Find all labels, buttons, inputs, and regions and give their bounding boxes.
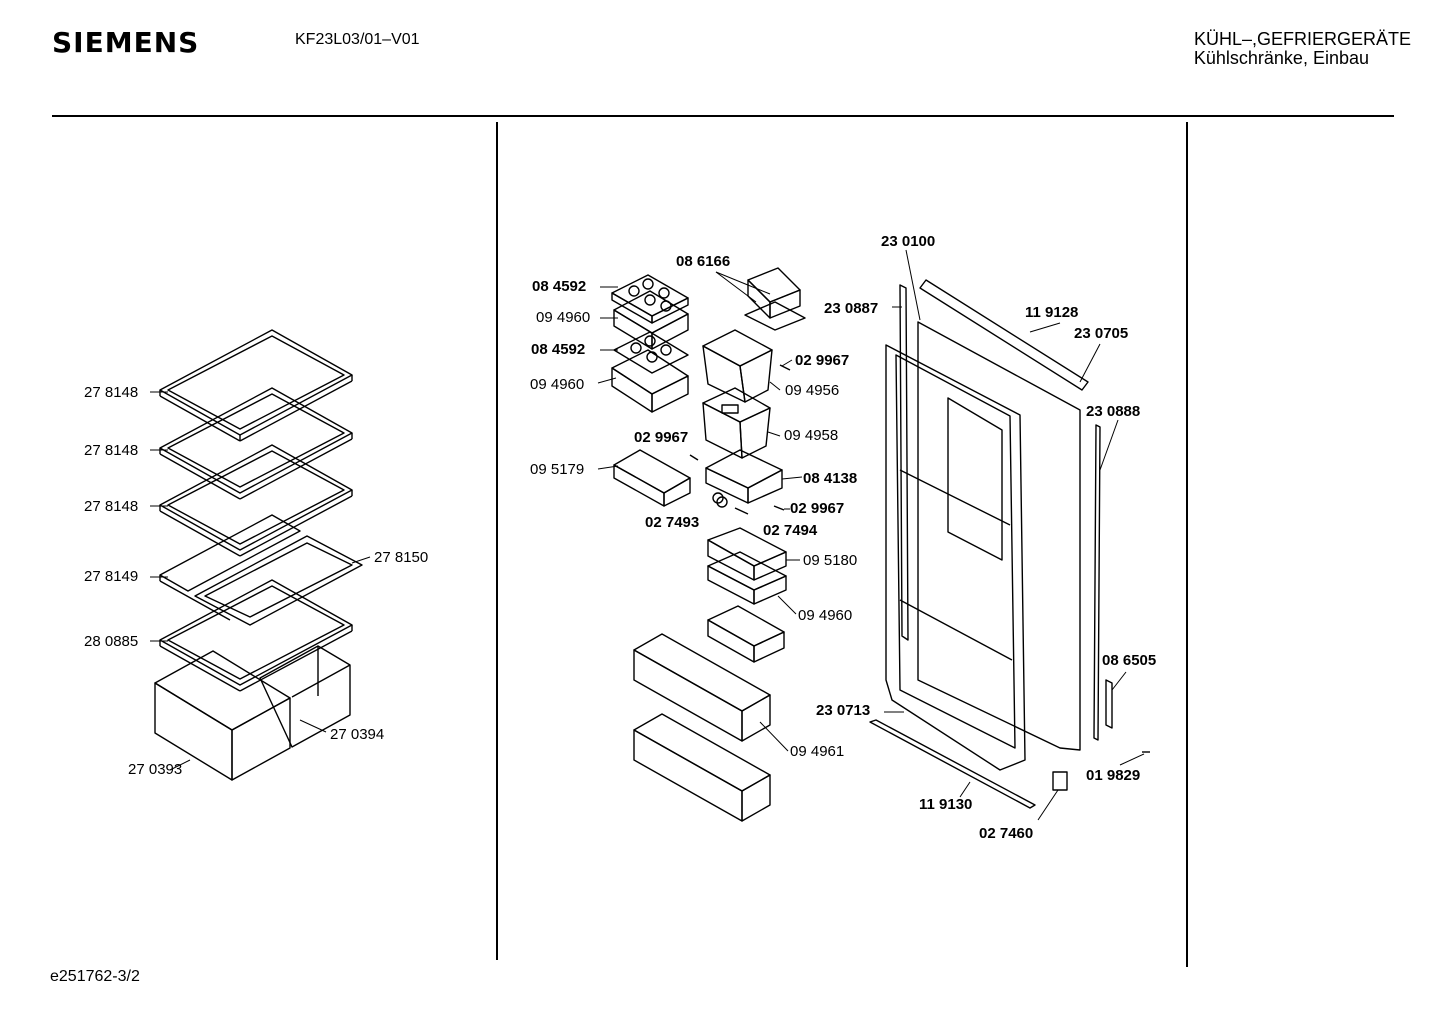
small-bin-left bbox=[613, 449, 691, 507]
part-label: 27 0393 bbox=[128, 761, 183, 778]
part-label: 09 4961 bbox=[790, 743, 845, 760]
shelf-5 bbox=[159, 579, 353, 692]
hinge-parts bbox=[689, 364, 791, 515]
shelf-4-split bbox=[159, 514, 363, 626]
part-label: 23 0888 bbox=[1086, 403, 1141, 420]
shelf-2 bbox=[159, 387, 353, 500]
shelf-1 bbox=[159, 329, 353, 442]
part-label: 27 8148 bbox=[84, 442, 139, 459]
part-label: 27 8148 bbox=[84, 498, 139, 515]
egg-bin-upper bbox=[613, 290, 689, 350]
left-leaders bbox=[150, 391, 371, 771]
document-reference: e251762-3/2 bbox=[50, 968, 140, 985]
part-label: 01 9829 bbox=[1086, 767, 1141, 784]
part-label: 09 5180 bbox=[803, 552, 858, 569]
part-label: 02 9967 bbox=[795, 352, 850, 369]
brand-logo: SIEMENS bbox=[52, 26, 200, 59]
part-label: 09 4960 bbox=[536, 309, 591, 326]
header-rule bbox=[52, 115, 1394, 117]
part-label: 27 8149 bbox=[84, 568, 139, 585]
door-shelf-lower bbox=[633, 713, 771, 822]
part-label: 08 4592 bbox=[532, 278, 587, 295]
butter-lid bbox=[744, 267, 806, 331]
door-bottom-strip bbox=[869, 719, 1150, 809]
shelf-3 bbox=[159, 444, 353, 557]
part-label: 23 0705 bbox=[1074, 325, 1129, 342]
door-side-strips bbox=[899, 284, 1113, 741]
door-inner-liner bbox=[885, 344, 1026, 771]
part-label: 02 7494 bbox=[763, 522, 818, 539]
category-subtitle: Kühlschränke, Einbau bbox=[1193, 48, 1369, 68]
part-label: 27 8148 bbox=[84, 384, 139, 401]
part-label: 02 9967 bbox=[634, 429, 689, 446]
part-label: 09 4960 bbox=[530, 376, 585, 393]
panel-divider-left bbox=[496, 122, 498, 960]
crisper-drawers bbox=[154, 645, 351, 781]
egg-tray-upper bbox=[611, 274, 689, 324]
part-label: 23 0713 bbox=[816, 702, 871, 719]
part-label: 02 9967 bbox=[790, 500, 845, 517]
door-gasket-frame bbox=[917, 279, 1089, 751]
part-label: 27 0394 bbox=[330, 726, 385, 743]
part-label: 11 9130 bbox=[919, 796, 973, 813]
panel-divider-right bbox=[1186, 122, 1188, 967]
door-shelf-upper bbox=[633, 633, 771, 742]
part-label: 08 4592 bbox=[531, 341, 586, 358]
part-label: 27 8150 bbox=[374, 549, 429, 566]
part-label: 08 6505 bbox=[1102, 652, 1157, 669]
butter-compartment bbox=[702, 329, 773, 403]
part-label: 09 4956 bbox=[785, 382, 840, 399]
compartment-base bbox=[705, 449, 783, 504]
part-label: 08 4138 bbox=[803, 470, 858, 487]
cheese-compartment bbox=[702, 387, 771, 459]
part-label: 28 0885 bbox=[84, 633, 139, 650]
part-label: 09 4958 bbox=[784, 427, 839, 444]
part-label: 23 0887 bbox=[824, 300, 879, 317]
bins-stack bbox=[707, 527, 787, 663]
part-label: 11 9128 bbox=[1025, 304, 1079, 321]
part-label: 09 4960 bbox=[798, 607, 853, 624]
part-label: 08 6166 bbox=[676, 253, 731, 270]
part-label: 02 7460 bbox=[979, 825, 1034, 842]
egg-bin-lower bbox=[611, 349, 689, 413]
part-label: 02 7493 bbox=[645, 514, 700, 531]
category-title: KÜHL–,GEFRIERGERÄTE bbox=[1193, 29, 1411, 49]
model-number: KF23L03/01–V01 bbox=[295, 31, 420, 48]
part-label: 09 5179 bbox=[530, 461, 585, 478]
part-label: 23 0100 bbox=[881, 233, 936, 250]
center-leaders bbox=[597, 249, 1145, 821]
